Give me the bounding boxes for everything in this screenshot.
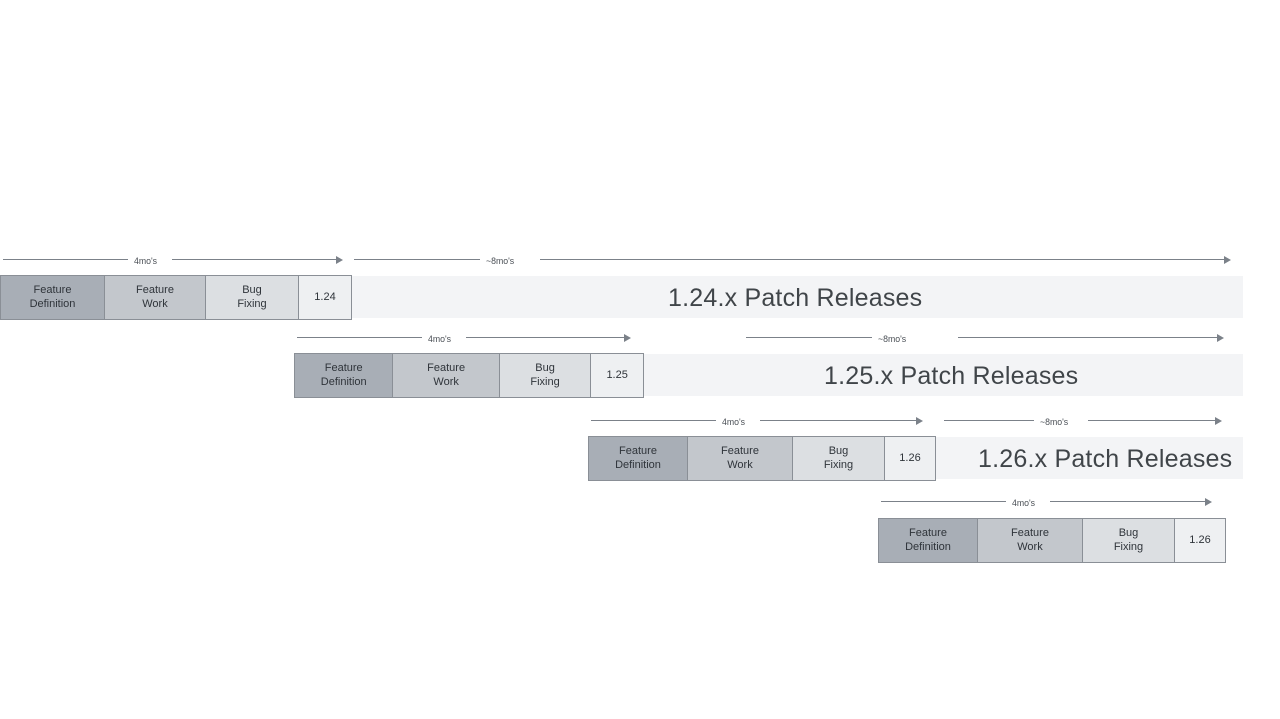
phase-feature-definition-1-25[interactable]: Feature Definition — [295, 354, 394, 397]
phase-bug-fixing-1-24[interactable]: Bug Fixing — [206, 276, 299, 319]
phase-feature-work-1-26-next[interactable]: Feature Work — [978, 519, 1083, 562]
phase-row-1-24: Feature Definition Feature Work Bug Fixi… — [0, 275, 352, 320]
phase-feature-definition-1-26[interactable]: Feature Definition — [589, 437, 688, 480]
phase-feature-definition-1-26-next[interactable]: Feature Definition — [879, 519, 978, 562]
measure-label-patch-1-24: ~8mo's — [486, 256, 515, 267]
version-badge-1-25[interactable]: 1.25 — [591, 354, 643, 397]
phase-feature-work-1-26[interactable]: Feature Work — [688, 437, 793, 480]
measure-label-dev-1-25: 4mo's — [428, 334, 452, 345]
phase-row-1-26-next: Feature Definition Feature Work Bug Fixi… — [878, 518, 1226, 563]
measure-dev-1-24: 4mo's — [0, 252, 345, 268]
version-badge-1-26[interactable]: 1.26 — [885, 437, 935, 480]
phase-feature-definition-1-24[interactable]: Feature Definition — [1, 276, 105, 319]
patch-band-label-1-25: 1.25.x Patch Releases — [824, 362, 1079, 390]
measure-label-dev-1-26-next: 4mo's — [1012, 498, 1036, 509]
phase-feature-work-1-24[interactable]: Feature Work — [105, 276, 206, 319]
measure-patch-1-24: ~8mo's — [352, 252, 1236, 268]
patch-band-label-1-26: 1.26.x Patch Releases — [978, 445, 1233, 473]
phase-feature-work-1-25[interactable]: Feature Work — [393, 354, 500, 397]
measure-dev-1-26-next: 4mo's — [878, 494, 1223, 510]
phase-bug-fixing-1-26-next[interactable]: Bug Fixing — [1083, 519, 1175, 562]
patch-band-label-1-24: 1.24.x Patch Releases — [668, 284, 923, 312]
measure-label-patch-1-25: ~8mo's — [878, 334, 907, 345]
phase-row-1-26: Feature Definition Feature Work Bug Fixi… — [588, 436, 936, 481]
measure-patch-1-25: ~8mo's — [744, 330, 1236, 346]
measure-label-patch-1-26: ~8mo's — [1040, 417, 1069, 428]
phase-bug-fixing-1-26[interactable]: Bug Fixing — [793, 437, 885, 480]
measure-label-dev-1-26: 4mo's — [722, 417, 746, 428]
phase-row-1-25: Feature Definition Feature Work Bug Fixi… — [294, 353, 644, 398]
phase-bug-fixing-1-25[interactable]: Bug Fixing — [499, 354, 592, 397]
measure-patch-1-26: ~8mo's — [942, 413, 1236, 429]
measure-label-dev-1-24: 4mo's — [134, 256, 158, 267]
version-badge-1-24[interactable]: 1.24 — [299, 276, 351, 319]
measure-dev-1-25: 4mo's — [294, 330, 639, 346]
version-badge-1-26-next[interactable]: 1.26 — [1175, 519, 1225, 562]
measure-dev-1-26: 4mo's — [588, 413, 933, 429]
